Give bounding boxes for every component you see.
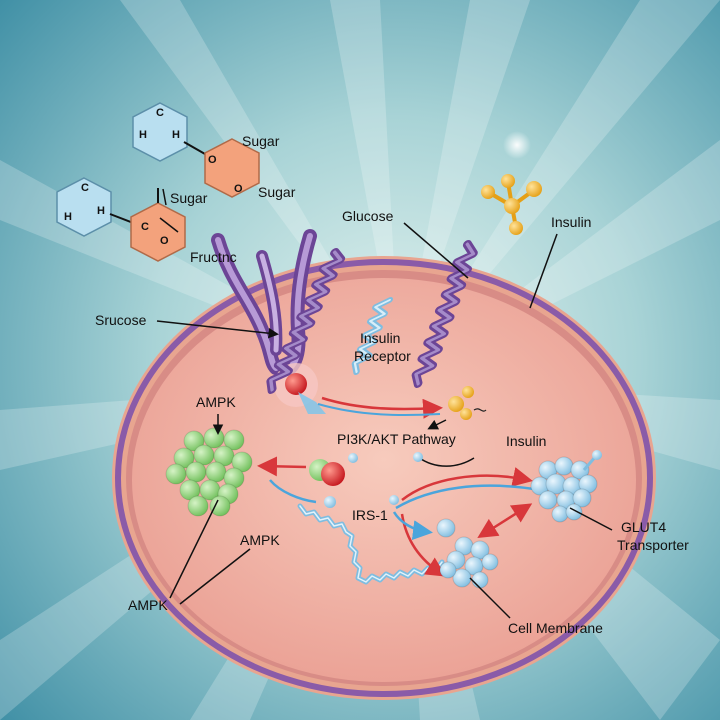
glut4-tip-ball bbox=[592, 450, 602, 460]
pointer-lines bbox=[156, 188, 613, 619]
membrane-protein-ball bbox=[470, 540, 490, 560]
cell bbox=[112, 256, 656, 700]
label-sugar-top: Sugar bbox=[242, 133, 280, 149]
insulin-molecule-small bbox=[448, 386, 487, 420]
red-molecule bbox=[285, 373, 307, 395]
sugar-molecule-2: C H H C O bbox=[56, 177, 186, 262]
glut4-cluster bbox=[530, 450, 602, 523]
labels: Sugar Sugar Sugar Fructnc Srucose Glucos… bbox=[95, 133, 689, 636]
ampk-protein-ball bbox=[205, 461, 227, 483]
hexagon-ring-orange-1 bbox=[204, 138, 260, 198]
membrane-protein-ball bbox=[439, 561, 457, 579]
cell-membrane-band bbox=[115, 259, 653, 697]
glucose-molecule bbox=[481, 174, 542, 235]
atom-h: H bbox=[139, 129, 147, 141]
ampk-protein-ball bbox=[209, 495, 231, 517]
label-glucose: Glucose bbox=[342, 208, 394, 224]
glut4-protein-ball bbox=[554, 456, 574, 476]
label-sugar-right: Sugar bbox=[258, 184, 296, 200]
label-fructnc: Fructnc bbox=[190, 249, 237, 265]
label-irs1: IRS-1 bbox=[352, 507, 388, 523]
atom-c: C bbox=[141, 221, 149, 233]
entry-arrow bbox=[298, 392, 326, 414]
atom-h: H bbox=[172, 129, 180, 141]
hexagon-ring-orange-2 bbox=[130, 202, 186, 262]
label-ampk-top: AMPK bbox=[196, 394, 236, 410]
glut4-protein-ball bbox=[565, 503, 583, 521]
membrane-protein-ball bbox=[436, 518, 456, 538]
glut4-protein-ball bbox=[538, 490, 558, 510]
atom-h: H bbox=[64, 211, 72, 223]
label-insulin-receptor-1: Insulin bbox=[360, 330, 400, 346]
label-sugar-mid: Sugar bbox=[170, 190, 208, 206]
atom-o: O bbox=[208, 154, 217, 166]
activation-arrows bbox=[257, 453, 399, 508]
hexagon-ring-blue-2 bbox=[56, 177, 112, 237]
hexagon-ring-blue-1 bbox=[132, 102, 188, 162]
label-glut4-2: Transporter bbox=[617, 537, 689, 553]
label-ampk-mid: AMPK bbox=[240, 532, 280, 548]
label-ampk-bottom: AMPK bbox=[128, 597, 168, 613]
label-srucose: Srucose bbox=[95, 312, 147, 328]
label-insulin-mid: Insulin bbox=[506, 433, 546, 449]
cytoplasm bbox=[132, 278, 636, 682]
light-spot bbox=[503, 131, 531, 159]
insulin-receptor bbox=[266, 240, 478, 394]
atom-o: O bbox=[160, 235, 169, 247]
label-insulin-receptor-2: Receptor bbox=[354, 348, 411, 364]
sugar-molecule-1: C H H O O bbox=[132, 102, 260, 198]
irs1-chain bbox=[297, 503, 445, 585]
glut4-protein-ball bbox=[570, 460, 590, 480]
ampk-protein-ball bbox=[187, 495, 209, 517]
ampk-protein-ball bbox=[183, 430, 205, 452]
label-pi3k-akt: PI3K/AKT Pathway bbox=[337, 431, 456, 447]
glut4-protein-ball bbox=[551, 505, 569, 523]
atom-c: C bbox=[81, 182, 89, 194]
ampk-protein-ball bbox=[165, 463, 187, 485]
ampk-cluster bbox=[165, 427, 253, 517]
membrane-protein-ball bbox=[471, 571, 489, 589]
pathway-arrows bbox=[392, 452, 541, 577]
signal-arrows bbox=[317, 396, 447, 430]
label-insulin-top: Insulin bbox=[551, 214, 591, 230]
label-cell-membrane: Cell Membrane bbox=[508, 620, 603, 636]
ampk-protein-ball bbox=[193, 444, 215, 466]
atom-o: O bbox=[234, 183, 243, 195]
glut4-protein-ball bbox=[572, 488, 592, 508]
double-bond-line bbox=[159, 217, 179, 233]
ampk-protein-ball bbox=[185, 461, 207, 483]
cell-membrane-cluster bbox=[436, 518, 499, 589]
membrane-protein-ball bbox=[481, 553, 499, 571]
ampk-protein-ball bbox=[223, 429, 245, 451]
atom-h: H bbox=[97, 205, 105, 217]
atom-c: C bbox=[156, 107, 164, 119]
label-glut4-1: GLUT4 bbox=[621, 519, 666, 535]
